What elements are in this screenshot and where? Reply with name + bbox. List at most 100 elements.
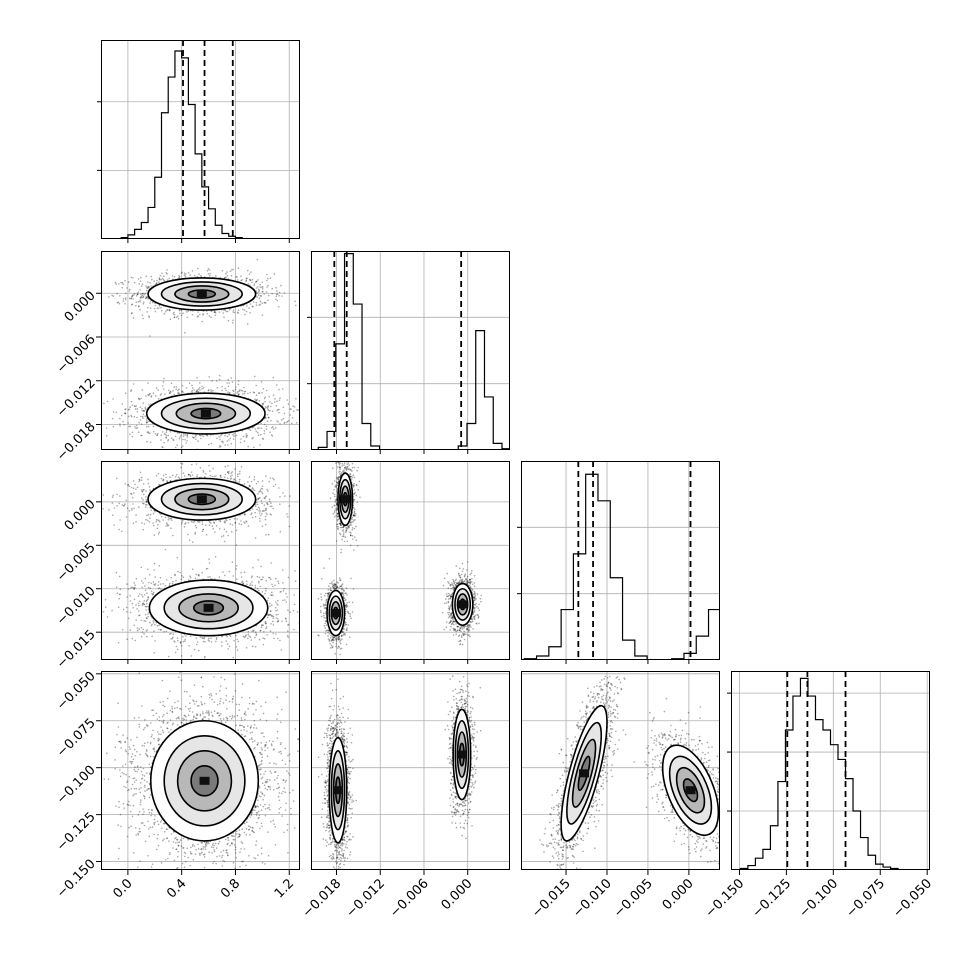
sample-point (237, 309, 240, 312)
sample-point (209, 470, 211, 472)
sample-point (233, 311, 236, 314)
panel-frame (101, 251, 300, 450)
sample-point (186, 311, 188, 313)
sample-point (180, 309, 183, 312)
sample-point (263, 430, 266, 432)
sample-point (197, 388, 200, 390)
sample-point (170, 517, 172, 519)
sample-point (126, 287, 128, 289)
sample-point (161, 272, 163, 275)
sample-point (276, 609, 279, 611)
sample-point (251, 305, 253, 308)
sample-point (160, 434, 163, 436)
sample-point (135, 521, 137, 523)
sample-point (277, 637, 279, 640)
sample-point (202, 471, 205, 473)
sample-point (277, 421, 279, 423)
sample-point (132, 298, 134, 300)
sample-point (212, 527, 214, 530)
sample-point (116, 493, 118, 496)
sample-point (189, 474, 192, 477)
sample-point (149, 302, 151, 304)
sample-point (146, 281, 149, 283)
sample-point (136, 427, 139, 429)
sample-point (231, 474, 233, 477)
sample-point (118, 502, 120, 505)
sample-point (279, 423, 281, 425)
sample-point (182, 312, 184, 315)
sample-point (186, 316, 189, 319)
sample-point (118, 302, 121, 305)
sample-point (213, 522, 216, 524)
sample-point (236, 518, 238, 520)
sample-point (226, 310, 229, 313)
sample-point (186, 440, 188, 442)
sample-point (130, 390, 132, 392)
sample-point (207, 268, 210, 270)
sample-point (167, 389, 170, 392)
sample-point (219, 475, 222, 477)
sample-point (147, 513, 150, 516)
sample-point (199, 466, 202, 469)
sample-point (170, 527, 172, 529)
sample-point (269, 513, 272, 515)
sample-point (146, 296, 148, 299)
sample-point (203, 476, 206, 478)
sample-point (148, 521, 151, 523)
sample-point (255, 482, 258, 485)
sample-point (209, 474, 212, 477)
sample-point (224, 473, 227, 476)
sample-point (172, 313, 175, 315)
sample-point (174, 435, 177, 438)
sample-point (172, 439, 175, 442)
sample-point (208, 464, 210, 467)
sample-point (201, 385, 203, 388)
sample-point (130, 486, 133, 489)
sample-point (249, 391, 251, 394)
sample-point (267, 409, 270, 411)
sample-point (285, 620, 288, 622)
sample-point (158, 281, 160, 283)
sample-point (258, 427, 260, 429)
sample-point (168, 309, 171, 311)
sample-point (142, 489, 145, 491)
sample-point (264, 515, 267, 518)
sample-point (158, 277, 161, 279)
sample-point (243, 390, 246, 393)
sample-point (243, 309, 246, 311)
sample-point (145, 518, 147, 521)
sample-point (265, 587, 267, 590)
sample-point (259, 520, 261, 522)
sample-point (146, 421, 148, 423)
sample-point (180, 434, 182, 437)
sample-point (233, 390, 235, 393)
sample-point (147, 285, 149, 288)
sample-point (136, 408, 139, 410)
sample-point (268, 533, 270, 536)
sample-point (141, 415, 144, 418)
sample-point (259, 433, 262, 436)
sample-point (130, 389, 133, 391)
sample-point (134, 426, 136, 428)
sample-point (130, 312, 133, 315)
sample-point (141, 314, 144, 317)
sample-point (264, 396, 267, 399)
sample-point (223, 540, 226, 543)
sample-point (282, 492, 284, 494)
sample-point (249, 312, 251, 314)
sample-point (143, 603, 146, 606)
sample-point (289, 408, 291, 410)
sample-point (116, 505, 118, 507)
sample-point (149, 513, 152, 516)
sample-point (240, 438, 242, 440)
sample-point (167, 438, 170, 441)
sample-point (152, 430, 155, 433)
sample-point (224, 521, 226, 524)
sample-point (259, 444, 261, 446)
sample-point (281, 295, 283, 297)
panel-r0-c0 (97, 40, 300, 239)
sample-point (148, 286, 150, 289)
sample-point (267, 416, 270, 419)
sample-point (162, 478, 165, 481)
sample-point (265, 534, 267, 536)
